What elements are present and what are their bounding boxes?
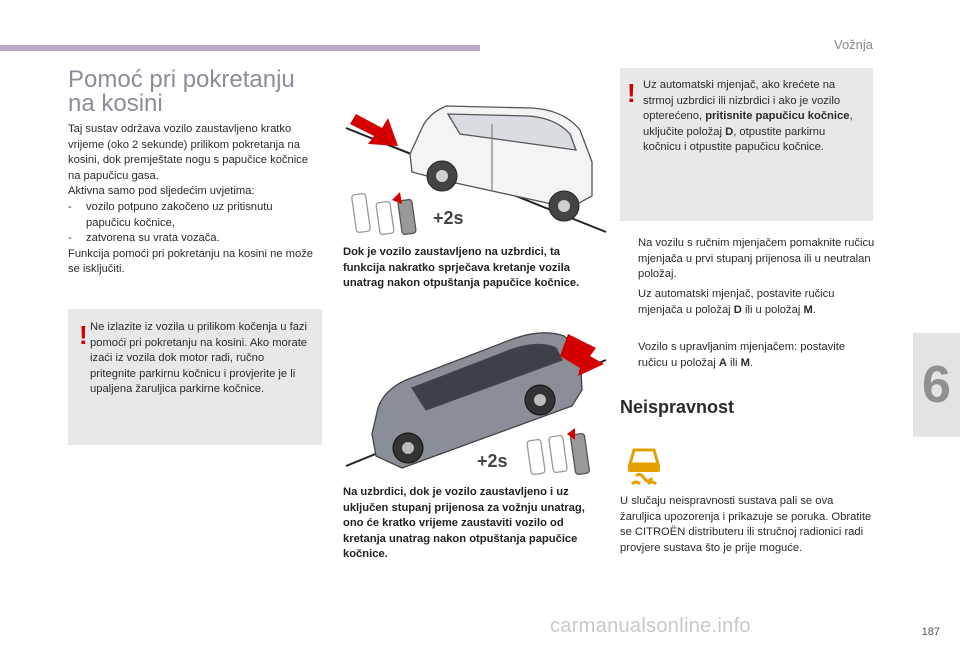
press-arrow-icon	[392, 192, 402, 204]
timer-badge: +2s	[433, 208, 464, 228]
condition-item: -zatvorena su vrata vozača.	[68, 232, 220, 245]
list-item: Uz automatski mjenjač, postavite ručicu …	[638, 288, 835, 316]
pedals-figure-2	[526, 428, 590, 476]
chapter-number: 6	[922, 356, 951, 414]
list-item: Na vozilu s ručnim mjenjačem pomaknite r…	[638, 237, 875, 281]
intro-outro: Funkcija pomoći pri pokretanju na kosini…	[68, 247, 314, 276]
warning-text: Ne izlazite iz vozila u prilikom kočenja…	[90, 321, 308, 396]
stability-warning-lamp-icon	[628, 448, 660, 486]
list-item: Vozilo s upravljanim mjenjačem: postavit…	[638, 341, 846, 369]
roll-arrow-icon	[350, 114, 398, 146]
hill-start-figure-2	[345, 332, 607, 469]
condition-item: -vozilo potpuno zakočeno uz pritisnutu p…	[68, 200, 273, 229]
figure-caption-2: Na uzbrdici, dok je vozilo zaustavljeno …	[343, 486, 585, 560]
timer-badge: +2s	[477, 451, 508, 471]
hill-start-figure-1	[345, 105, 607, 233]
page-number: 187	[921, 626, 940, 638]
figure-caption-1: Dok je vozilo zaustavljeno na uzbrdici, …	[343, 246, 580, 289]
section-label: Vožnja	[834, 37, 874, 52]
header-accent-bar	[0, 45, 480, 51]
warning-icon: !	[627, 78, 636, 108]
pedals-figure-1	[351, 192, 417, 236]
fault-heading: Neispravnost	[620, 397, 735, 417]
warning-icon: !	[79, 320, 88, 350]
page-title: Pomoć pri pokretanju na kosini	[68, 66, 295, 117]
warning-text: Uz automatski mjenjač, ako krećete na st…	[643, 79, 853, 154]
warning-box: ! Ne izlazite iz vozila u prilikom kočen…	[68, 309, 322, 445]
fault-text: U slučaju neispravnosti sustava pali se …	[620, 495, 872, 554]
intro-paragraph: Taj sustav održava vozilo zaustavljeno k…	[68, 123, 309, 182]
chapter-tab: 6	[913, 333, 960, 437]
warning-box: ! Uz automatski mjenjač, ako krećete na …	[620, 68, 873, 221]
roll-arrow-icon	[560, 334, 604, 376]
intro-text: Taj sustav održava vozilo zaustavljeno k…	[68, 122, 318, 278]
intro-conditions-lead: Aktivna samo pod sljedećim uvjetima:	[68, 185, 255, 198]
watermark: carmanualsonline.info	[550, 615, 751, 637]
press-arrow-icon	[567, 428, 575, 440]
